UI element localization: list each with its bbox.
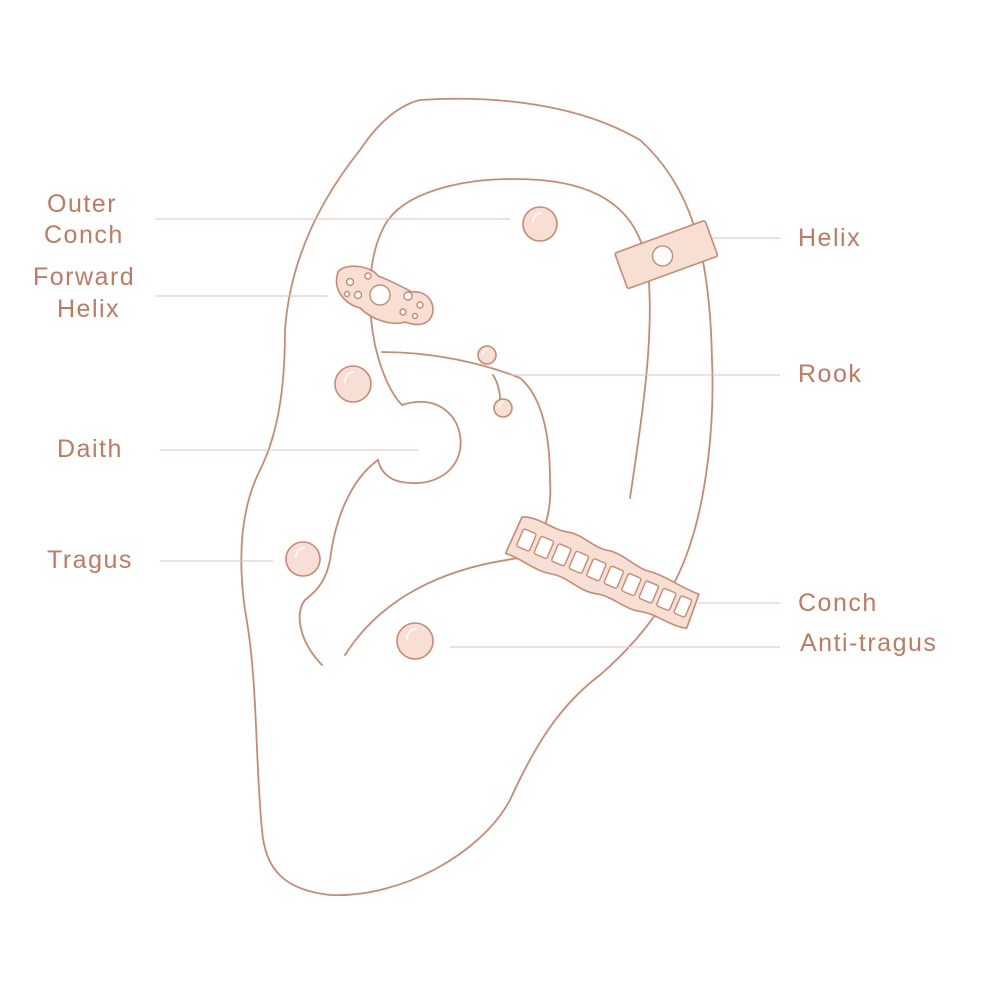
concha-inner-wall — [298, 459, 379, 666]
conch-cuff — [504, 516, 700, 629]
anti-tragus-stud — [396, 622, 434, 660]
label-tragus: Tragus — [47, 546, 133, 574]
label-anti-tragus: Anti-tragus — [800, 629, 937, 657]
label-rook: Rook — [798, 360, 862, 388]
leader-lines — [155, 218, 780, 648]
antihelix-upper — [381, 351, 552, 551]
label-daith: Daith — [57, 435, 123, 463]
daith-curl — [377, 400, 462, 484]
rook-ridge — [492, 374, 501, 401]
label-conch: Conch — [798, 589, 878, 617]
daith-side-stud — [334, 365, 372, 403]
label-outer-conch: Outer — [47, 190, 117, 218]
forward-helix-cluster — [335, 265, 434, 326]
tragus-stud — [285, 541, 321, 577]
rook-balls — [477, 345, 513, 418]
ear-outline — [240, 97, 714, 896]
outer-conch-stud — [522, 206, 558, 242]
jewelry — [285, 206, 719, 660]
label-helix: Helix — [798, 224, 861, 252]
helix-plate — [614, 220, 719, 290]
label-outer-conch-line2: Conch — [44, 221, 124, 249]
label-forward-helix: Forward — [33, 263, 135, 291]
helix-rim-inner — [369, 178, 651, 499]
label-forward-helix-line2: Helix — [57, 295, 120, 323]
ear-outer-contour — [240, 97, 714, 896]
labels: Outer Conch Forward Helix Daith Tragus H… — [33, 190, 937, 657]
antitragus-ridge — [344, 557, 521, 656]
